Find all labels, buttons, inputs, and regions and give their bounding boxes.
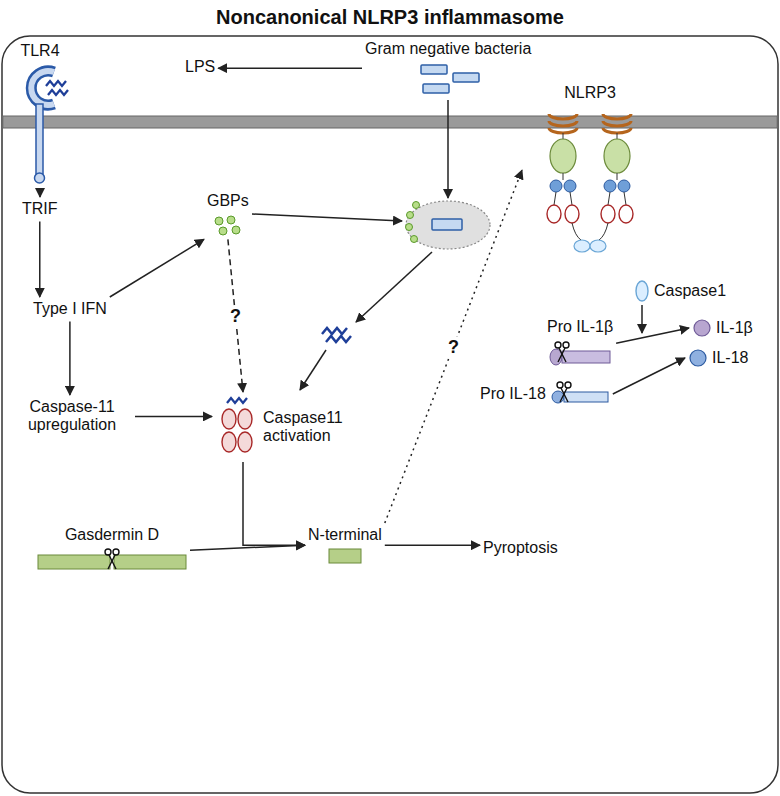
cleavage-arrow — [641, 305, 643, 333]
diagram-title: Noncanonical NLRP3 inflammasome — [0, 6, 780, 29]
node-text: Pro IL-1β — [547, 318, 613, 336]
signal-label: Type I IFN — [33, 300, 107, 318]
lps-release-arrow — [356, 252, 432, 322]
process-label: Caspase11 activation — [215, 395, 355, 459]
arrow-connector — [228, 239, 243, 392]
node-text: Caspase-11 upregulation — [12, 398, 132, 435]
fragment-label: N-terminal — [308, 526, 382, 564]
arrow-connector — [243, 462, 305, 545]
edge-label: ? — [228, 305, 243, 326]
gbp-coat-arrow — [252, 214, 402, 221]
node-text: TLR4 — [20, 42, 59, 60]
node-text: NLRP3 — [564, 84, 616, 102]
lps-binding-arrow — [300, 350, 326, 390]
node-text: IL-18 — [712, 349, 748, 367]
node-text: GBPs — [207, 192, 249, 210]
edge-label: ? — [446, 336, 461, 357]
cytokine-label: IL-1β — [692, 318, 753, 338]
node-text: Gasdermin D — [65, 526, 159, 544]
cell-outline — [2, 36, 778, 793]
receptor-label: TLR4 — [10, 42, 70, 189]
ligand-label: LPS — [185, 58, 215, 76]
node-text: N-terminal — [308, 526, 382, 544]
casp1-icon — [634, 279, 650, 303]
node-text: Caspase11 activation — [263, 409, 355, 446]
arrow-connector — [110, 239, 204, 297]
node-text: Gram negative bacteria — [365, 40, 531, 58]
casp11-icon — [215, 395, 259, 459]
arrow-connector — [69, 321, 71, 395]
node-text: Pyroptosis — [483, 539, 558, 557]
free-lps — [326, 336, 351, 342]
arrow-connector — [135, 416, 212, 418]
gsdm-icon — [37, 548, 187, 574]
rods-icon — [413, 62, 483, 96]
cell-membrane — [3, 116, 777, 128]
il1-icon — [692, 318, 712, 338]
arrow-connector — [39, 221, 41, 297]
node-text: Type I IFN — [33, 300, 107, 318]
node-text: LPS — [185, 58, 215, 76]
node-text: IL-1β — [716, 319, 753, 337]
receptor-icon — [10, 64, 70, 189]
vacuole — [406, 201, 491, 249]
entry-arrow — [447, 100, 449, 198]
arrow-connector — [218, 67, 362, 69]
arrow-connector — [39, 192, 41, 197]
proil18-icon — [550, 380, 610, 408]
adaptor-label: TRIF — [22, 200, 58, 218]
nterm-icon — [328, 548, 362, 564]
arrow-connector — [613, 358, 685, 394]
precursor-label: Pro IL-1β — [547, 318, 613, 368]
il18-icon — [688, 348, 708, 368]
node-text: TRIF — [22, 200, 58, 218]
outcome-label: Pyroptosis — [483, 539, 558, 557]
enzyme-label: Caspase1 — [634, 279, 726, 303]
arrow-connector — [385, 544, 480, 546]
proil1-icon — [547, 340, 613, 368]
bacteria-label: Gram negative bacteria — [365, 40, 531, 96]
complex-label: NLRP3 — [525, 84, 655, 256]
process-label: Caspase-11 upregulation — [12, 398, 132, 435]
precursor-label: Pro IL-18 — [480, 380, 610, 408]
cytokine-label: IL-18 — [688, 348, 748, 368]
arrow-connector — [190, 545, 305, 550]
node-text: Pro IL-18 — [480, 385, 546, 403]
node-text: Caspase1 — [654, 282, 726, 300]
arrow-connector — [616, 328, 689, 343]
protein-label: GBPs — [207, 192, 249, 236]
free-lps — [322, 328, 347, 334]
arrow-connector — [385, 170, 522, 523]
protein-label: Gasdermin D — [37, 526, 187, 574]
nlrp3-icon — [525, 106, 655, 256]
dots-icon — [211, 214, 245, 236]
